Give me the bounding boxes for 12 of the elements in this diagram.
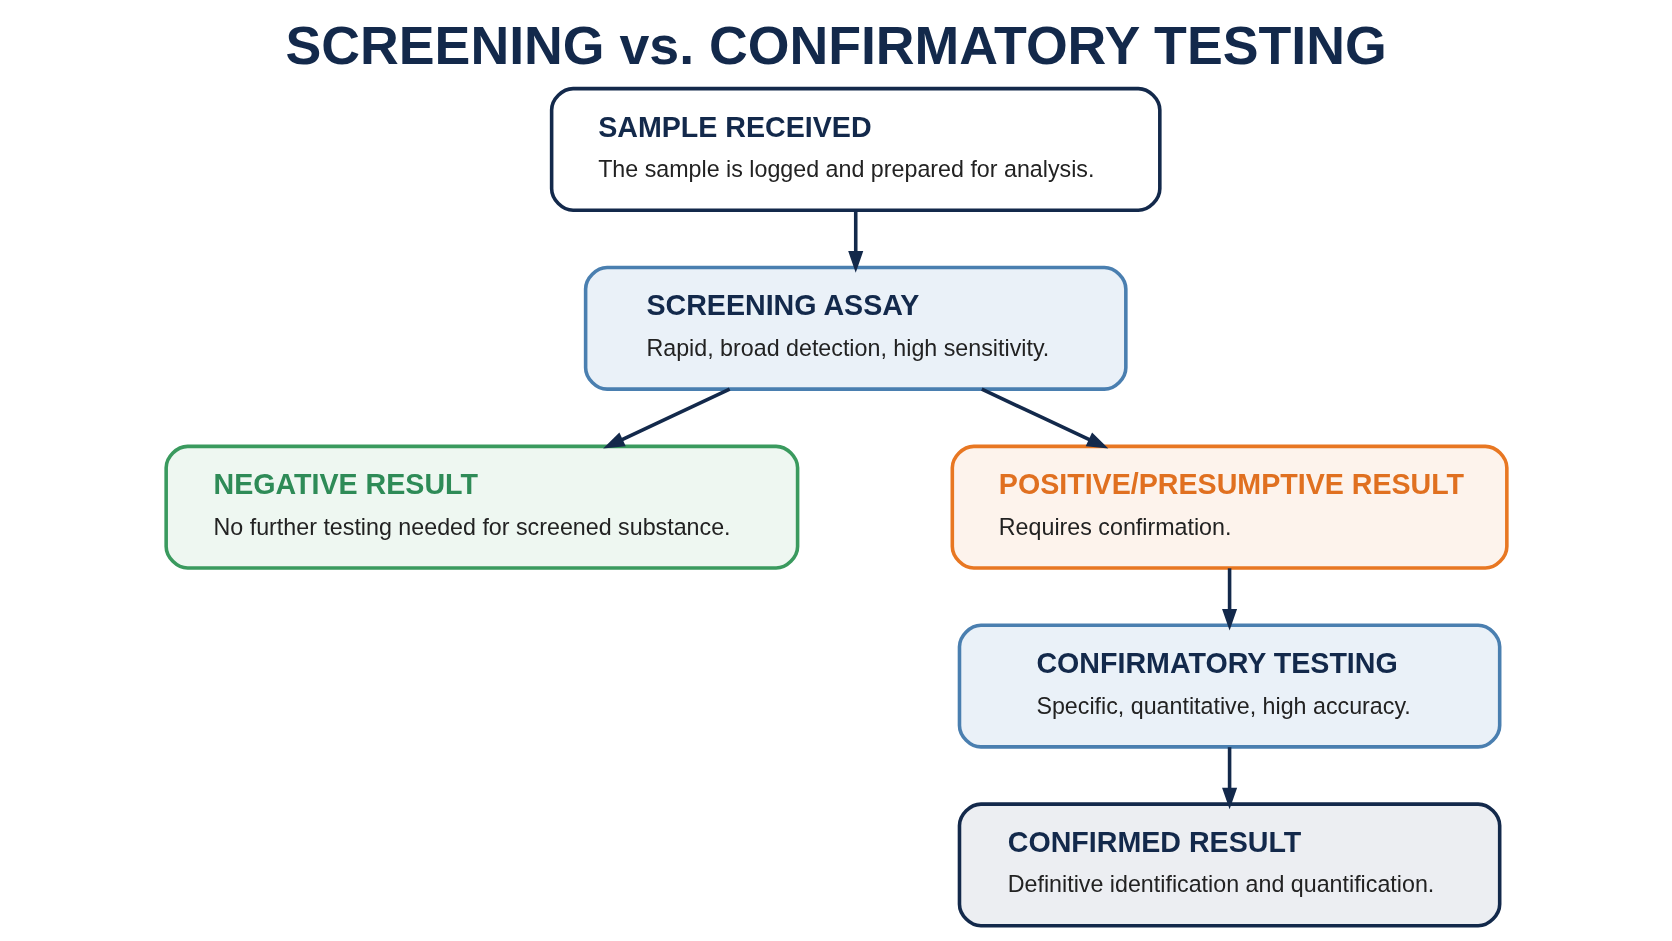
diagram-title: SCREENING vs. CONFIRMATORY TESTING — [285, 14, 1387, 75]
arrow — [1221, 568, 1237, 631]
node-box: SAMPLE RECEIVED The sample is logged and prepared for analysis. — [549, 86, 1162, 212]
node-box: CONFIRMED RESULT Definitive identification and quantification. — [957, 802, 1501, 928]
node-box: POSITIVE/PRESUMPTIVE RESULT Requires confirmation. — [950, 444, 1509, 570]
arrow — [1221, 747, 1237, 810]
arrow — [602, 387, 730, 449]
arrow — [847, 210, 863, 273]
node-box: NEGATIVE RESULT No further testing needed for screened substance. — [163, 444, 799, 570]
arrow — [980, 387, 1108, 449]
node-box: CONFIRMATORY TESTING Specific, quantitative, high accuracy. — [957, 623, 1501, 749]
node-box: SCREENING ASSAY Rapid, broad detection, high sensitivity. — [583, 265, 1128, 391]
